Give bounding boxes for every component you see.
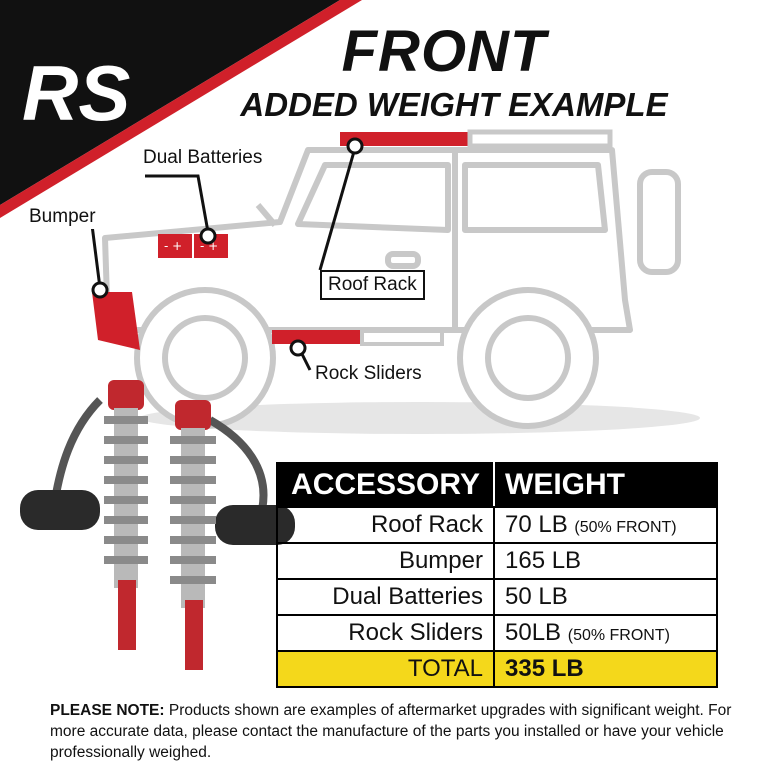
callout-bumper: Bumper [26, 205, 99, 229]
table-total-row: TOTAL 335 LB [276, 650, 718, 688]
callout-rock-sliders: Rock Sliders [312, 362, 425, 386]
rs-logo: RS [22, 49, 130, 137]
weight-table: ACCESSORY WEIGHT Roof Rack 70 LB (50% FR… [276, 462, 718, 688]
svg-text:- +: - + [164, 239, 182, 253]
row-weight: 165 LB [493, 542, 718, 580]
table-row: Rock Sliders 50LB (50% FRONT) [276, 614, 718, 652]
callout-dual-batteries: Dual Batteries [140, 146, 266, 170]
roof-rack [340, 129, 613, 149]
row-name: Dual Batteries [276, 578, 495, 616]
rs-logo-text: RS [22, 49, 130, 137]
row-weight: 50 LB [493, 578, 718, 616]
disclaimer-note: PLEASE NOTE: Products shown are examples… [50, 700, 750, 763]
row-name: Roof Rack [276, 506, 495, 544]
callout-dots [91, 137, 364, 357]
row-weight: 50LB (50% FRONT) [493, 614, 718, 652]
page-subtitle: ADDED WEIGHT EXAMPLE [240, 86, 668, 123]
rear-wheel [457, 287, 599, 429]
row-name: Bumper [276, 542, 495, 580]
shock-absorbers [20, 380, 295, 670]
callout-roof-rack: Roof Rack [320, 270, 425, 300]
front-wheel [134, 287, 276, 429]
note-lead: PLEASE NOTE: [50, 702, 165, 719]
table-row: Roof Rack 70 LB (50% FRONT) [276, 506, 718, 544]
note-text: Products shown are examples of aftermark… [50, 702, 732, 761]
table-header-row: ACCESSORY WEIGHT [276, 462, 718, 508]
table-row: Bumper 165 LB [276, 542, 718, 580]
header-weight: WEIGHT [493, 462, 718, 508]
table-row: Dual Batteries 50 LB [276, 578, 718, 616]
total-value: 335 LB [493, 650, 718, 688]
row-name: Rock Sliders [276, 614, 495, 652]
bumper-shape [92, 292, 140, 350]
row-weight: 70 LB (50% FRONT) [493, 506, 718, 544]
header-accessory: ACCESSORY [276, 462, 495, 508]
total-label: TOTAL [276, 650, 495, 688]
page-title: FRONT [341, 19, 547, 84]
batteries: - + - + [158, 234, 228, 258]
